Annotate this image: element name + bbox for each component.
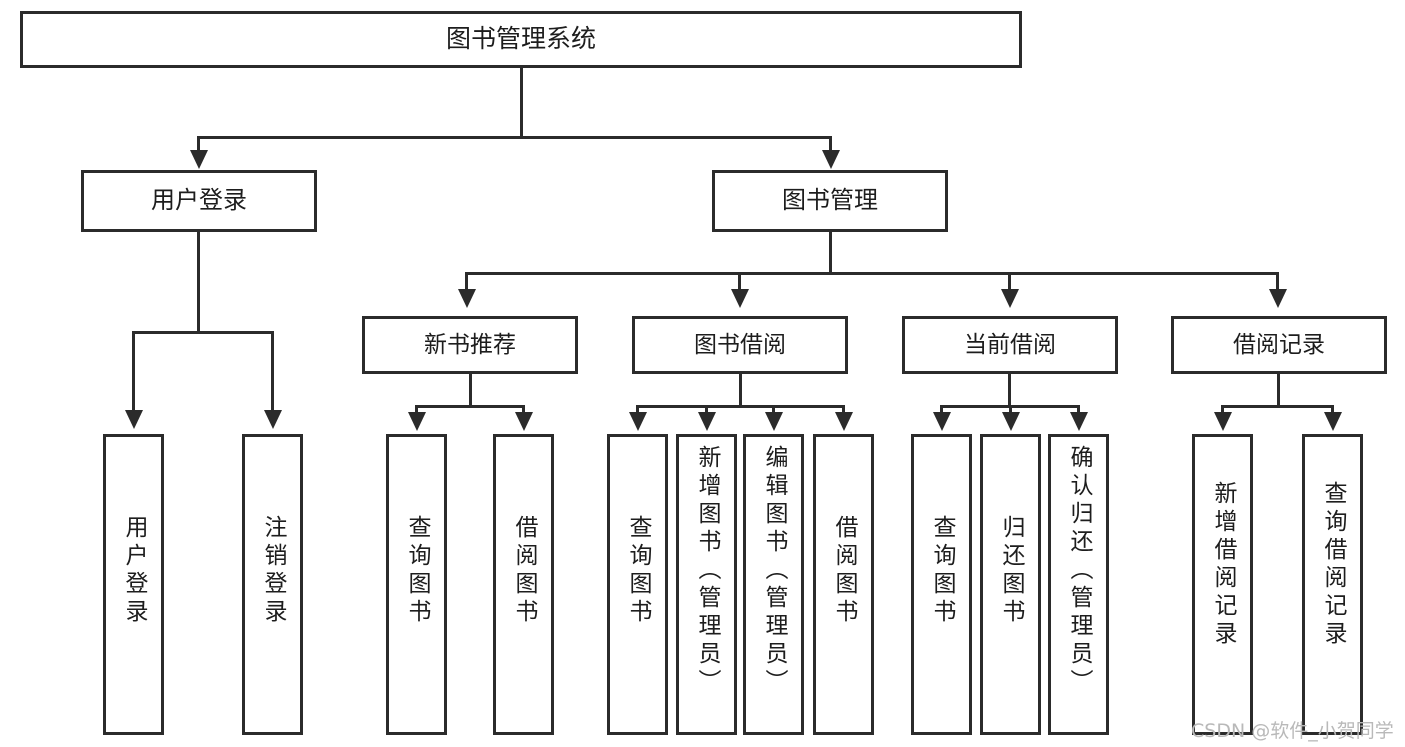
node-label: 新书推荐 — [424, 331, 516, 358]
leaf-label: 查询借阅记录 — [1320, 481, 1346, 649]
connector-new-book-stem — [469, 374, 472, 408]
node-borrow-record[interactable]: 借阅记录 — [1171, 316, 1387, 374]
node-root-system[interactable]: 图书管理系统 — [20, 11, 1022, 68]
leaf-label: 借阅图书 — [511, 515, 537, 627]
connector-book-borrow-drop-2 — [705, 405, 708, 417]
leaf-label: 归还图书 — [998, 515, 1024, 627]
arrowhead-borrow-record — [1269, 289, 1287, 308]
arrowhead-user-login — [190, 150, 208, 169]
connector-book-borrow-drop-3 — [772, 405, 775, 417]
arrowhead-leaf-logout — [264, 410, 282, 429]
leaf-edit-book-admin[interactable]: 编辑图书（管理员） — [743, 434, 804, 735]
arrowhead-leaf-query-book-2 — [629, 412, 647, 431]
leaf-query-book-recommend[interactable]: 查询图书 — [386, 434, 447, 735]
connector-to-borrow-record — [1276, 272, 1279, 292]
leaf-confirm-return-admin[interactable]: 确认归还（管理员） — [1048, 434, 1109, 735]
arrowhead-new-book — [458, 289, 476, 308]
leaf-logout[interactable]: 注销登录 — [242, 434, 303, 735]
node-label: 图书管理系统 — [445, 24, 596, 54]
arrowhead-leaf-borrow-book-2 — [835, 412, 853, 431]
connector-new-book-bus — [415, 405, 525, 408]
connector-book-borrow-drop-4 — [842, 405, 845, 417]
node-user-login[interactable]: 用户登录 — [81, 170, 317, 232]
arrowhead-book-borrow — [731, 289, 749, 308]
leaf-add-borrow-record[interactable]: 新增借阅记录 — [1192, 434, 1253, 735]
leaf-label: 查询图书 — [625, 515, 651, 627]
connector-borrow-record-drop-1 — [1221, 405, 1224, 417]
leaf-label: 用户登录 — [121, 515, 147, 627]
leaf-label: 借阅图书 — [831, 515, 857, 627]
leaf-borrow-book-recommend[interactable]: 借阅图书 — [493, 434, 554, 735]
arrowhead-leaf-confirm-return — [1070, 412, 1088, 431]
node-label: 图书借阅 — [694, 331, 786, 358]
leaf-label: 查询图书 — [404, 515, 430, 627]
leaf-return-book[interactable]: 归还图书 — [980, 434, 1041, 735]
arrowhead-current-borrow — [1001, 289, 1019, 308]
connector-book-manage-stem — [829, 232, 832, 274]
leaf-query-borrow-record[interactable]: 查询借阅记录 — [1302, 434, 1363, 735]
arrowhead-book-manage — [822, 150, 840, 169]
leaf-label: 查询图书 — [929, 515, 955, 627]
node-label: 用户登录 — [151, 186, 247, 215]
connector-user-login-bus — [132, 331, 274, 334]
connector-to-user-login — [197, 136, 200, 154]
arrowhead-leaf-return-book — [1002, 412, 1020, 431]
arrowhead-leaf-add-book — [698, 412, 716, 431]
node-current-borrow[interactable]: 当前借阅 — [902, 316, 1118, 374]
connector-borrow-record-bus — [1221, 405, 1334, 408]
connector-book-borrow-stem — [739, 374, 742, 408]
arrowhead-leaf-edit-book — [765, 412, 783, 431]
connector-level2-bus — [197, 136, 832, 139]
node-label: 当前借阅 — [964, 331, 1056, 358]
connector-user-login-drop-1 — [132, 331, 135, 413]
leaf-user-login[interactable]: 用户登录 — [103, 434, 164, 735]
connector-new-book-drop-1 — [415, 405, 418, 417]
node-label: 借阅记录 — [1233, 331, 1325, 358]
connector-user-login-drop-2 — [271, 331, 274, 413]
leaf-label: 新增借阅记录 — [1210, 481, 1236, 649]
connector-to-new-book — [465, 272, 468, 292]
connector-current-borrow-drop-1 — [940, 405, 943, 417]
connector-user-login-stem — [197, 232, 200, 333]
arrowhead-leaf-query-book-1 — [408, 412, 426, 431]
leaf-label: 确认归还（管理员） — [1066, 445, 1092, 697]
connector-book-borrow-bus — [636, 405, 845, 408]
node-label: 图书管理 — [782, 186, 878, 215]
leaf-borrow-book-borrow[interactable]: 借阅图书 — [813, 434, 874, 735]
arrowhead-leaf-user-login — [125, 410, 143, 429]
leaf-query-book-borrow[interactable]: 查询图书 — [607, 434, 668, 735]
connector-level3-bus — [465, 272, 1279, 275]
connector-to-book-manage — [829, 136, 832, 154]
connector-borrow-record-stem — [1277, 374, 1280, 408]
node-book-management[interactable]: 图书管理 — [712, 170, 948, 232]
leaf-label: 编辑图书（管理员） — [761, 445, 787, 697]
connector-to-book-borrow — [738, 272, 741, 292]
node-new-book-recommend[interactable]: 新书推荐 — [362, 316, 578, 374]
connector-new-book-drop-2 — [522, 405, 525, 417]
arrowhead-leaf-add-record — [1214, 412, 1232, 431]
arrowhead-leaf-borrow-book-1 — [515, 412, 533, 431]
connector-current-borrow-stem — [1008, 374, 1011, 408]
connector-borrow-record-drop-2 — [1331, 405, 1334, 417]
connector-book-borrow-drop-1 — [636, 405, 639, 417]
leaf-add-book-admin[interactable]: 新增图书（管理员） — [676, 434, 737, 735]
connector-current-borrow-drop-3 — [1077, 405, 1080, 417]
connector-current-borrow-drop-2 — [1009, 405, 1012, 417]
node-book-borrow[interactable]: 图书借阅 — [632, 316, 848, 374]
leaf-query-book-current[interactable]: 查询图书 — [911, 434, 972, 735]
connector-to-current-borrow — [1008, 272, 1011, 292]
leaf-label: 新增图书（管理员） — [694, 445, 720, 697]
arrowhead-leaf-query-record — [1324, 412, 1342, 431]
arrowhead-leaf-query-book-3 — [933, 412, 951, 431]
leaf-label: 注销登录 — [260, 515, 286, 627]
connector-root-stem — [520, 68, 523, 138]
